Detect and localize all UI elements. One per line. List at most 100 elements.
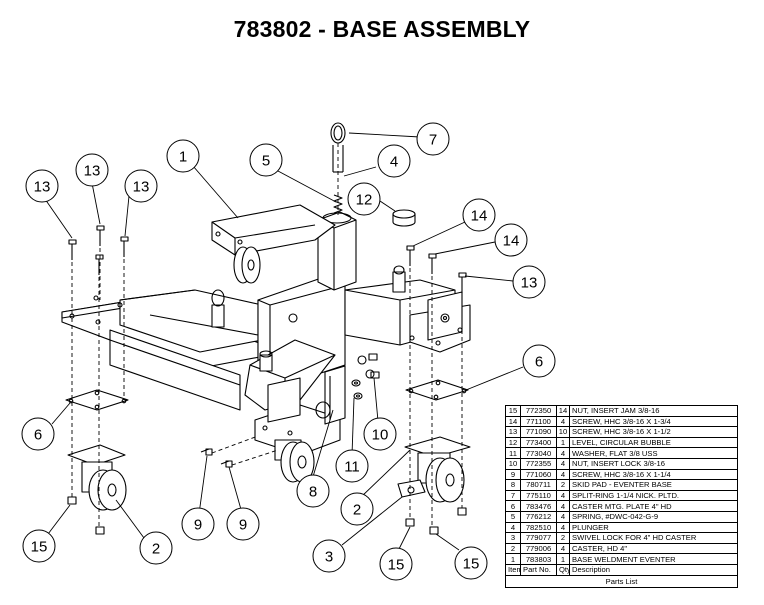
cell-item: 10	[505, 457, 521, 470]
svg-text:12: 12	[356, 192, 373, 209]
cell-description: SWIVEL LOCK FOR 4" HD CASTER	[569, 532, 738, 544]
cell-item: 15	[505, 405, 521, 417]
cell-description: BASE WELDMENT EVENTER	[569, 553, 738, 565]
plunger-assembly	[211, 122, 406, 419]
base-weldment	[61, 204, 471, 456]
cell-qty: 4	[556, 415, 570, 428]
cell-description: CASTER MTG. PLATE 4" HD	[569, 500, 738, 512]
callout-13: 13	[75, 153, 109, 187]
header-part-no: Part No.	[520, 563, 557, 576]
svg-text:4: 4	[390, 154, 398, 171]
cell-item: 8	[505, 479, 521, 491]
cell-description: NUT, INSERT JAM 3/8-16	[569, 405, 738, 417]
callout-9: 9	[226, 507, 260, 541]
callout-8: 8	[296, 474, 330, 508]
svg-text:15: 15	[463, 556, 480, 573]
callout-2: 2	[340, 492, 374, 526]
cell-part-no: 771100	[520, 415, 557, 428]
callout-14: 14	[494, 223, 528, 257]
callout-15: 15	[379, 547, 413, 581]
drawing-title: 783802 - BASE ASSEMBLY	[233, 16, 531, 42]
cell-qty: 1	[556, 553, 570, 565]
callout-11: 11	[335, 449, 369, 483]
svg-text:8: 8	[309, 484, 317, 501]
cell-item: 1	[505, 553, 521, 565]
bubble-level	[392, 209, 416, 227]
cell-description: LEVEL, CIRCULAR BUBBLE	[569, 436, 738, 449]
cell-qty: 4	[556, 510, 570, 523]
svg-text:6: 6	[535, 354, 543, 371]
header-description: Description	[569, 563, 738, 576]
header-qty: Qty	[556, 563, 570, 576]
cell-qty: 4	[556, 521, 570, 534]
callout-10: 10	[363, 417, 397, 451]
callout-6: 6	[522, 344, 556, 378]
cell-item: 5	[505, 510, 521, 523]
callout-9: 9	[181, 507, 215, 541]
callout-15: 15	[454, 546, 488, 580]
callout-13: 13	[512, 265, 546, 299]
cell-qty: 4	[556, 500, 570, 512]
svg-text:1: 1	[179, 149, 187, 166]
cell-qty: 2	[556, 532, 570, 544]
cell-qty: 4	[556, 468, 570, 481]
svg-text:3: 3	[325, 549, 333, 566]
cell-item: 7	[505, 489, 521, 502]
callout-14: 14	[462, 198, 496, 232]
cell-part-no: 776212	[520, 510, 557, 523]
cell-qty: 4	[556, 489, 570, 502]
cell-item: 12	[505, 436, 521, 449]
callout-4: 4	[377, 144, 411, 178]
callout-13: 13	[25, 169, 59, 203]
cell-description: SPRING, #DWC-042-G-9	[569, 510, 738, 523]
callout-1: 1	[166, 139, 200, 173]
cell-description: SKID PAD - EVENTER BASE	[569, 479, 738, 491]
screws	[68, 225, 467, 468]
cell-qty: 4	[556, 542, 570, 555]
svg-text:13: 13	[133, 179, 150, 196]
svg-text:15: 15	[388, 557, 405, 574]
cell-part-no: 772350	[520, 405, 557, 417]
callout-6: 6	[21, 417, 55, 451]
parts-list-caption: Parts List	[505, 574, 738, 588]
cell-part-no: 771090	[520, 426, 557, 438]
cell-part-no: 783476	[520, 500, 557, 512]
cell-qty: 1	[556, 436, 570, 449]
caster-plate-right	[405, 379, 469, 401]
svg-text:6: 6	[34, 427, 42, 444]
cell-part-no: 782510	[520, 521, 557, 534]
svg-text:9: 9	[239, 517, 247, 534]
cell-part-no: 780711	[520, 479, 557, 491]
cell-item: 4	[505, 521, 521, 534]
cell-qty: 14	[556, 405, 570, 417]
svg-text:13: 13	[84, 163, 101, 180]
cell-item: 14	[505, 415, 521, 428]
cell-description: NUT, INSERT LOCK 3/8-16	[569, 457, 738, 470]
svg-text:5: 5	[262, 153, 270, 170]
cell-part-no: 779077	[520, 532, 557, 544]
svg-text:15: 15	[31, 539, 48, 556]
cell-part-no: 772355	[520, 457, 557, 470]
cell-qty: 2	[556, 479, 570, 491]
svg-text:14: 14	[471, 208, 488, 225]
cell-description: PLUNGER	[569, 521, 738, 534]
caster-plate-left	[65, 389, 129, 411]
caster-front	[274, 439, 315, 483]
svg-text:2: 2	[353, 502, 361, 519]
svg-text:13: 13	[34, 179, 51, 196]
caster-front-left	[67, 444, 127, 511]
